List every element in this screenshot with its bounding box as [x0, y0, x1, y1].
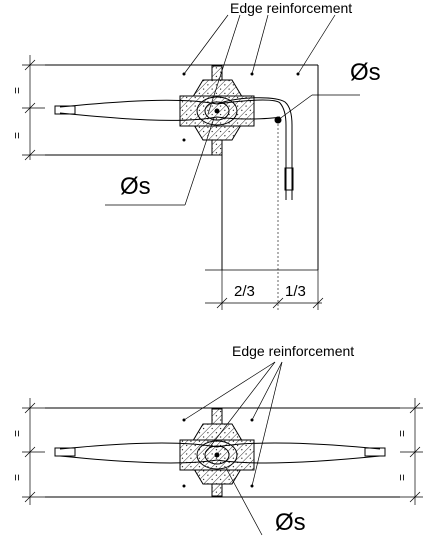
top-leader-lines [105, 14, 360, 206]
top-corner-detail: = = [10, 0, 381, 310]
bottom-straight-detail: = = = = [10, 343, 423, 536]
bottom-equal-mark-right-lower: = [395, 474, 409, 481]
top-equal-mark-upper: = [10, 87, 24, 94]
top-slab-outline [45, 64, 319, 271]
bottom-equal-mark-left-lower: = [10, 474, 24, 481]
bottom-os-label: Øs [275, 509, 306, 536]
bottom-equal-mark-left-upper: = [10, 430, 24, 437]
bottom-connector-body [179, 408, 255, 497]
top-reinforcement-bars [54, 72, 300, 200]
top-edge-reinforcement-label: Edge reinforcement [230, 0, 352, 16]
top-os-label-right: Øs [350, 59, 381, 86]
bottom-slab-outline [45, 407, 400, 498]
top-left-dimension: = = [10, 55, 45, 161]
top-connector-body [179, 65, 255, 156]
top-bar-dot-center [214, 108, 220, 114]
top-os-label-left: Øs [120, 173, 151, 200]
dim-two-thirds: 2/3 [234, 283, 255, 300]
bottom-bar-dot-center [214, 452, 220, 458]
top-bottom-dimension: 2/3 1/3 [205, 124, 324, 310]
bottom-leader-lines [183, 361, 283, 536]
top-equal-mark-lower: = [10, 132, 24, 139]
bottom-equal-mark-right-upper: = [395, 430, 409, 437]
dim-one-third: 1/3 [285, 283, 306, 300]
bottom-edge-reinforcement-label: Edge reinforcement [232, 343, 354, 359]
bottom-right-dimension: = = [395, 398, 423, 505]
bottom-left-dimension: = = [10, 398, 45, 505]
